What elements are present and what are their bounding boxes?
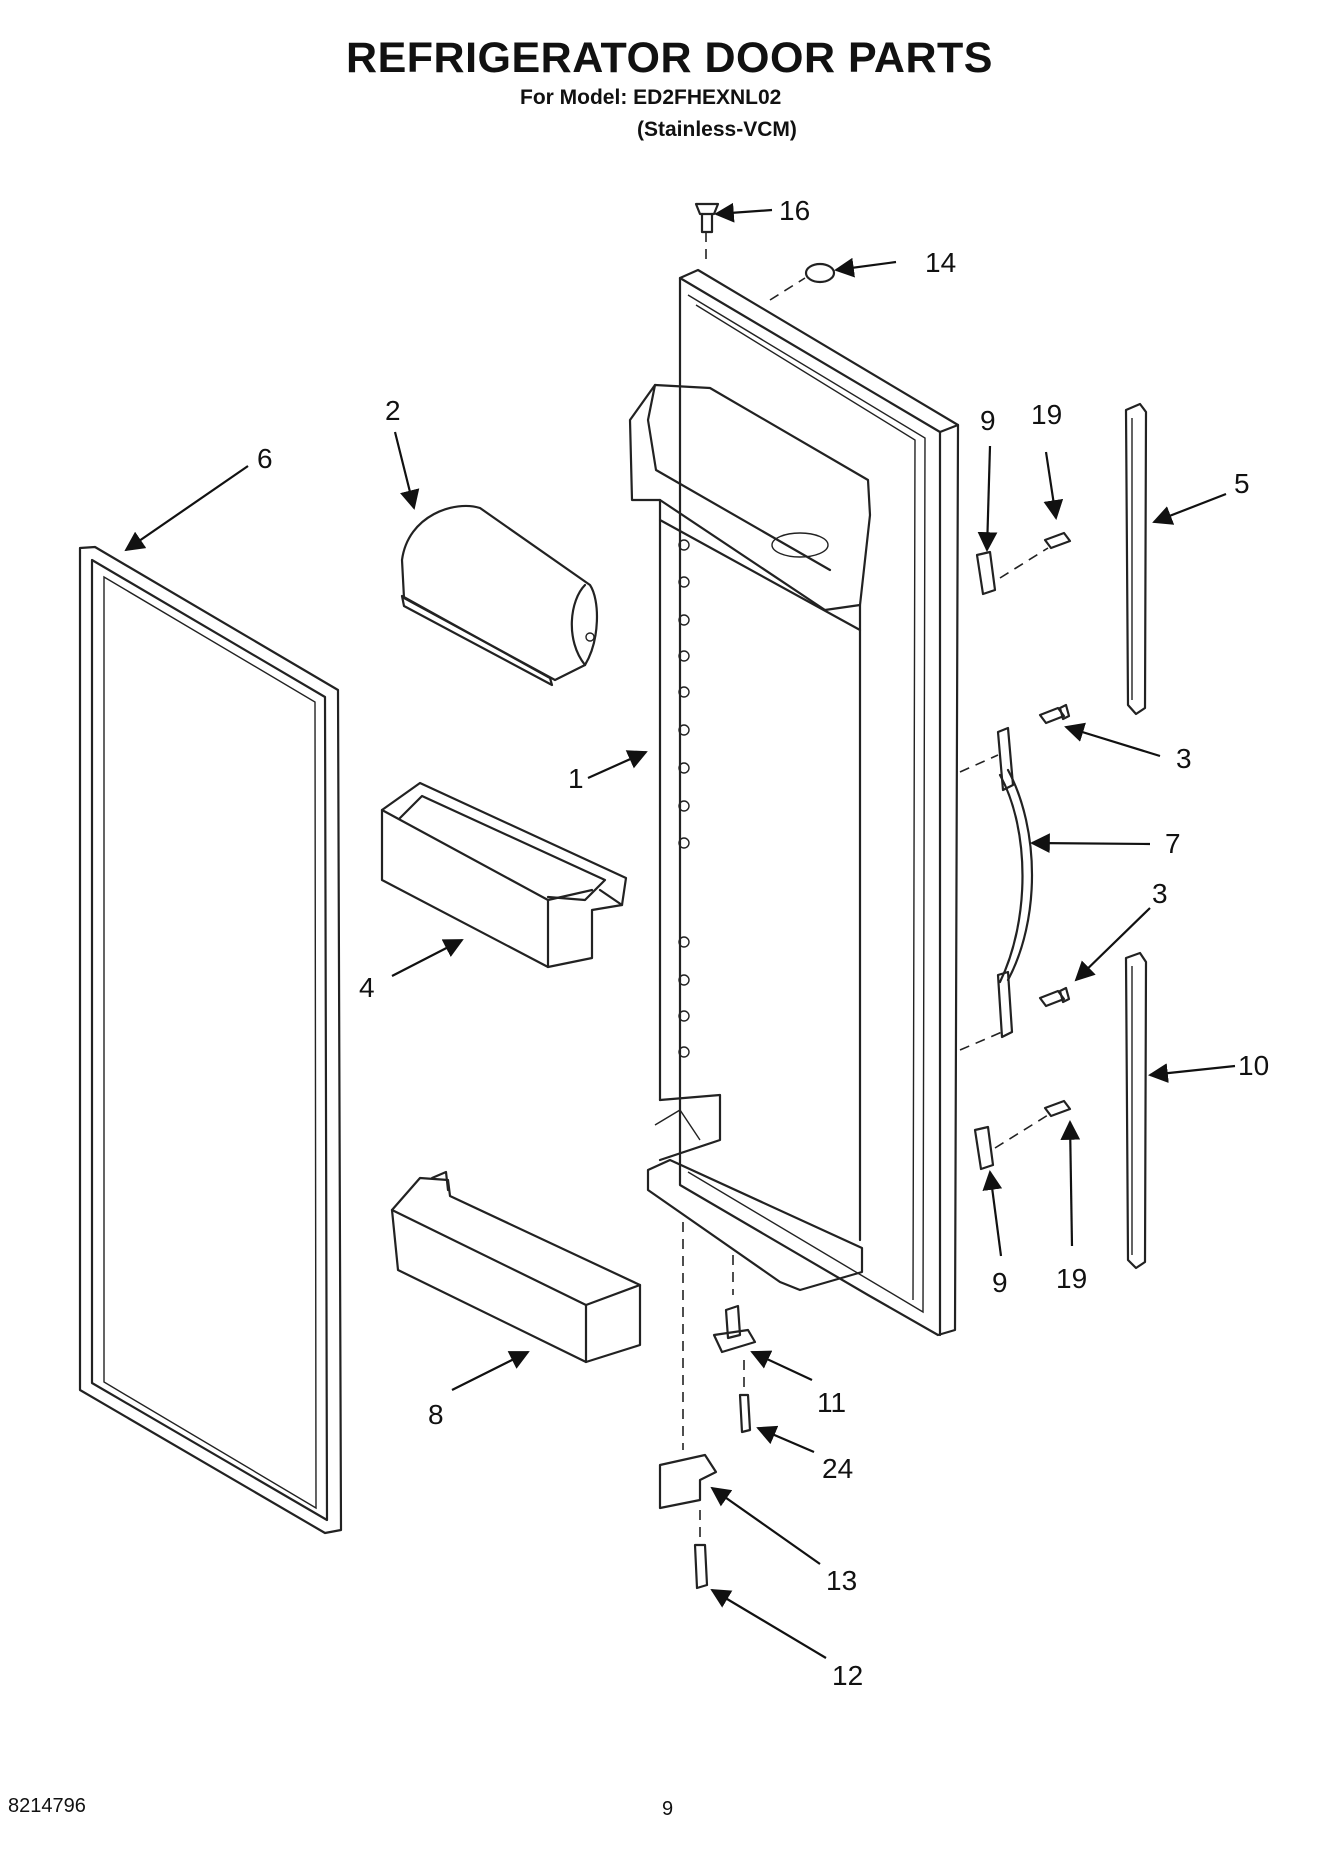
screw-part-24 xyxy=(738,1393,752,1434)
handle-screw-part-3 xyxy=(1038,703,1071,1008)
page-number: 9 xyxy=(662,1798,674,1820)
callout-19-bottom: 19 xyxy=(1056,1263,1087,1294)
clip-part-9 xyxy=(973,550,997,1171)
washer-part-14 xyxy=(804,262,836,284)
callout-10: 10 xyxy=(1238,1050,1269,1081)
model-line: For Model: ED2FHEXNL02 xyxy=(520,86,782,109)
trim-strip-part-10 xyxy=(1124,951,1148,1270)
trim-strip-part-5 xyxy=(1124,402,1148,716)
screw-part-12 xyxy=(693,1543,709,1590)
callout-12: 12 xyxy=(832,1660,863,1691)
door-gasket-part-6 xyxy=(78,545,343,1535)
finish-line: (Stainless-VCM) xyxy=(637,118,797,141)
callout-1: 1 xyxy=(568,763,584,794)
callout-3-bottom: 3 xyxy=(1152,878,1168,909)
document-number: 8214796 xyxy=(8,1795,86,1817)
callout-14: 14 xyxy=(925,247,956,278)
alignment-lines xyxy=(682,232,1049,1542)
callout-13: 13 xyxy=(826,1565,857,1596)
screw-part-19 xyxy=(1043,531,1072,1118)
callout-24: 24 xyxy=(822,1453,853,1484)
callout-6: 6 xyxy=(257,443,273,474)
callout-16: 16 xyxy=(779,195,810,226)
callout-19-top: 19 xyxy=(1031,399,1062,430)
callout-4: 4 xyxy=(359,972,375,1003)
callout-11: 11 xyxy=(817,1387,846,1418)
leader-arrows xyxy=(124,202,1236,1659)
door-assembly-part-1 xyxy=(628,268,960,1337)
door-bin-part-4 xyxy=(380,781,628,969)
hinge-pin-part-11 xyxy=(712,1304,757,1354)
callout-8: 8 xyxy=(428,1399,444,1430)
door-handle-part-7 xyxy=(996,726,1034,1039)
hinge-bracket-part-13 xyxy=(658,1453,718,1510)
callout-7: 7 xyxy=(1165,828,1181,859)
dairy-bin-part-2 xyxy=(400,504,598,687)
callout-3-top: 3 xyxy=(1176,743,1192,774)
callout-9-top: 9 xyxy=(980,405,996,436)
lower-door-bin-part-8 xyxy=(390,1170,642,1364)
page-title: REFRIGERATOR DOOR PARTS xyxy=(346,34,993,82)
callout-2: 2 xyxy=(385,395,401,426)
callout-5: 5 xyxy=(1234,468,1250,499)
hinge-pin-part-16 xyxy=(694,202,720,234)
callout-9-bottom: 9 xyxy=(992,1267,1008,1298)
